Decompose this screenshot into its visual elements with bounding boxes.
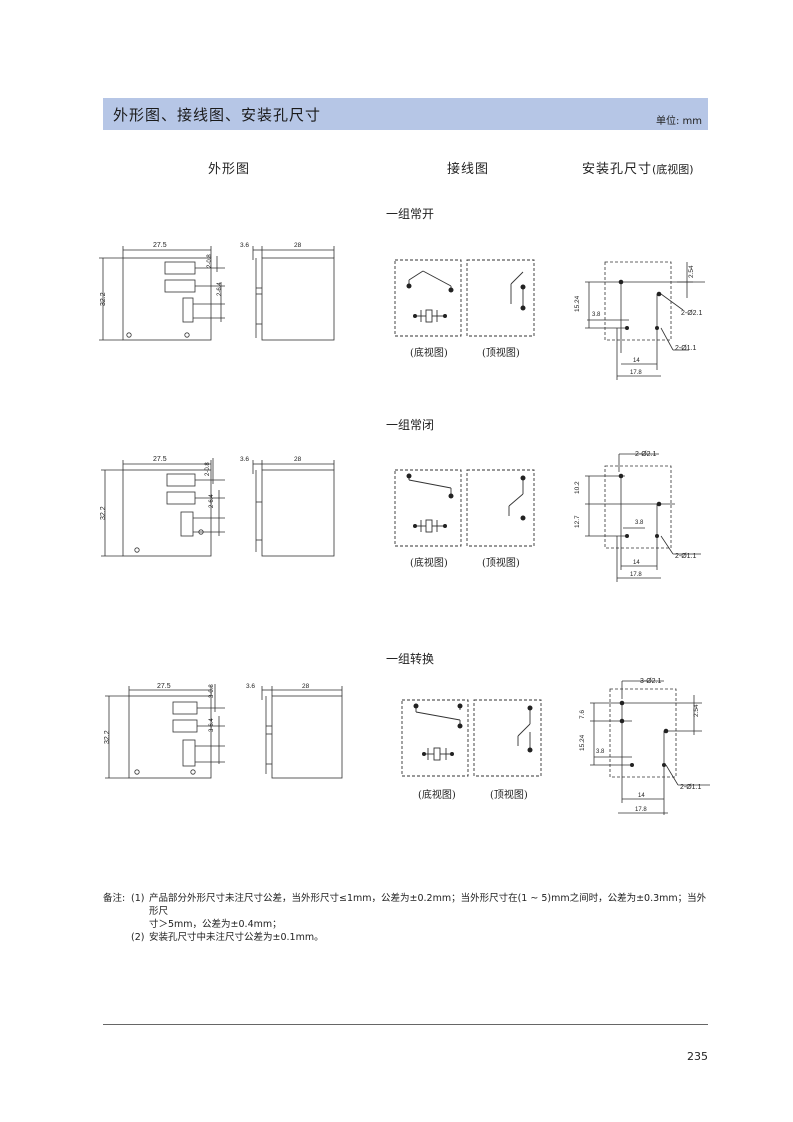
- note-1-line-2: 寸＞5mm，公差为±0.4mm；: [149, 919, 282, 930]
- dim-side-small: 3.6: [240, 242, 249, 249]
- dim-side-small: 3.6: [240, 456, 249, 463]
- outline-side-view-no: 3.6 28: [240, 242, 335, 341]
- dim-h1: 7.6: [579, 710, 586, 719]
- wiring-diagram-co: [401, 699, 542, 777]
- dim-b: 3-6.4: [209, 718, 215, 732]
- outline-side-view-co: 3.6 28: [246, 683, 343, 779]
- dim-x1: 3.8: [592, 312, 601, 318]
- dim-w2: 17.8: [630, 370, 642, 376]
- dim-width: 27.5: [153, 242, 167, 249]
- unit-label: 单位: mm: [655, 116, 702, 127]
- hole-a: 2-Ø2.1: [681, 310, 703, 317]
- dim-h1: 15.24: [574, 295, 581, 312]
- column-head-holes-sub: (底视图): [652, 163, 694, 176]
- wiring-diagram-no: [394, 259, 535, 337]
- outline-front-view-nc: 27.5 32.2 2-0.8 2-6.4: [100, 456, 225, 557]
- note-1-text: 产品部分外形尺寸未注尺寸公差，当外形尺寸≤1mm，公差为±0.2mm；当外形尺寸…: [149, 892, 713, 931]
- section-label-nc: 一组常闭: [386, 418, 435, 432]
- dim-w2: 17.8: [630, 572, 642, 578]
- column-head-holes-main: 安装孔尺寸: [582, 162, 653, 177]
- hole-a: 2-Ø2.1: [635, 451, 657, 458]
- dim-h2: 12.7: [574, 515, 581, 528]
- dim-a: 2-0.8: [207, 254, 213, 268]
- dim-a: 3-0.8: [209, 684, 215, 698]
- section-label-co: 一组转换: [386, 652, 435, 666]
- view-label-bottom-nc: (底视图): [410, 558, 448, 569]
- view-label-bottom-no: (底视图): [410, 348, 448, 359]
- holes-diagram-co: 7.6 15.24 2.54 3.8 14 17.8 3-Ø2.1 2-Ø1.1: [579, 678, 710, 815]
- dim-x1: 3.8: [635, 520, 644, 526]
- dim-side-width: 28: [302, 683, 310, 690]
- note-2-text: 安装孔尺寸中未注尺寸公差为±0.1mm。: [149, 932, 324, 943]
- notes-label: 备注:: [103, 893, 126, 904]
- column-head-holes: 安装孔尺寸(底视图): [582, 158, 694, 177]
- holes-diagram-no: 15.24 2.54 3.8 14 17.8 2-Ø2.1 2-Ø1.1: [574, 261, 705, 380]
- dim-w1: 14: [633, 560, 640, 566]
- section-label-no: 一组常开: [386, 207, 435, 221]
- column-head-wiring: 接线图: [447, 162, 490, 177]
- view-label-bottom-co: (底视图): [418, 790, 456, 801]
- outline-side-view-nc: 3.6 28: [240, 456, 335, 557]
- note-1-number: (1): [131, 893, 145, 904]
- dim-side-width: 28: [294, 456, 302, 463]
- hole-b: 2-Ø1.1: [675, 345, 697, 352]
- dim-w1: 14: [638, 793, 645, 799]
- dim-height: 32.2: [100, 506, 107, 520]
- dim-h2: 15.24: [579, 734, 586, 751]
- dim-h-top: 2.54: [693, 704, 700, 717]
- hole-a: 3-Ø2.1: [640, 678, 662, 685]
- dim-h-top: 2.54: [688, 265, 695, 278]
- dim-h1: 10.2: [574, 481, 581, 494]
- dim-height: 32.2: [104, 730, 111, 744]
- holes-diagram-nc: 10.2 12.7 3.8 14 17.8 2-Ø2.1 2-Ø1.1: [574, 451, 701, 582]
- dim-side-width: 28: [294, 242, 302, 249]
- hole-b: 2-Ø1.1: [675, 553, 697, 560]
- dim-side-small: 3.6: [246, 683, 255, 690]
- section-header-bar: 外形图、接线图、安装孔尺寸 单位: mm: [103, 98, 708, 130]
- note-1-line-1: 产品部分外形尺寸未注尺寸公差，当外形尺寸≤1mm，公差为±0.2mm；当外形尺寸…: [149, 893, 707, 917]
- view-label-top-nc: (顶视图): [482, 558, 520, 569]
- note-2-number: (2): [131, 932, 145, 943]
- page-number: 235: [687, 1050, 708, 1063]
- hole-b: 2-Ø1.1: [680, 784, 702, 791]
- dim-b: 2-6.4: [217, 282, 223, 296]
- dim-width: 27.5: [153, 456, 167, 463]
- outline-front-view-no: 27.5 32.2 2-0.8 2-6.4: [99, 242, 225, 341]
- view-label-top-co: (顶视图): [490, 790, 528, 801]
- dim-x1: 3.8: [596, 749, 605, 755]
- dim-b: 2-6.4: [209, 494, 215, 508]
- dim-height: 32.2: [100, 292, 107, 306]
- outline-front-view-co: 27.5 32.2 3-0.8 3-6.4: [104, 683, 225, 779]
- dim-w1: 14: [633, 358, 640, 364]
- dim-width: 27.5: [157, 683, 171, 690]
- view-label-top-no: (顶视图): [482, 348, 520, 359]
- column-head-outline: 外形图: [208, 162, 251, 177]
- notes-block: 备注: (1) 产品部分外形尺寸未注尺寸公差，当外形尺寸≤1mm，公差为±0.2…: [103, 892, 713, 944]
- section-title: 外形图、接线图、安装孔尺寸: [113, 106, 322, 124]
- wiring-diagram-nc: [394, 469, 535, 547]
- footer-divider: [103, 1024, 708, 1025]
- dim-a: 2-0.8: [205, 462, 211, 476]
- dim-w2: 17.8: [635, 807, 647, 813]
